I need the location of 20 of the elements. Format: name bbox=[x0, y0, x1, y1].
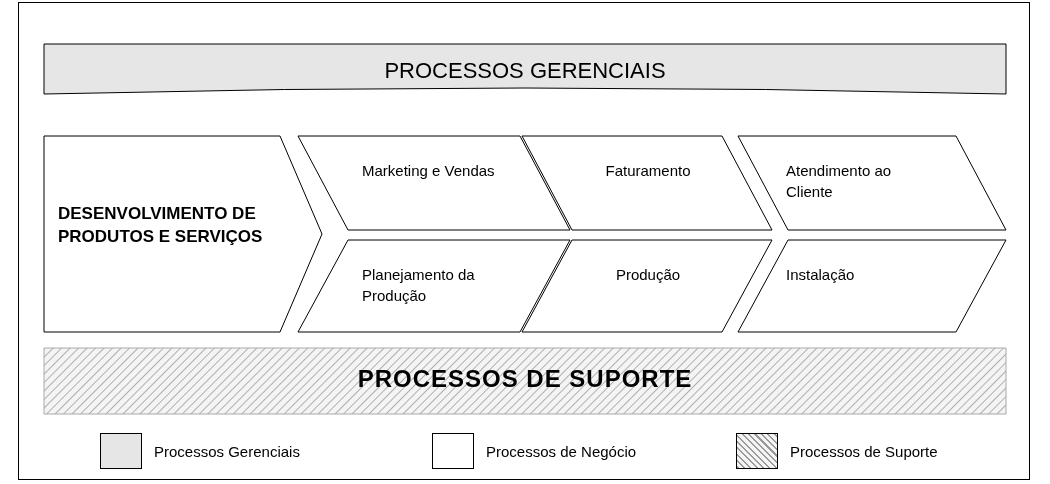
process-label: Produção bbox=[614, 265, 682, 285]
chevron-shape bbox=[44, 136, 322, 332]
process-parallelogram bbox=[298, 240, 570, 332]
process-label: Instalação bbox=[786, 265, 856, 285]
legend-label: Processos de Negócio bbox=[486, 442, 637, 460]
process-label: Atendimento ao Cliente bbox=[786, 161, 893, 202]
support-banner bbox=[44, 348, 1006, 414]
process-parallelogram bbox=[522, 136, 772, 230]
process-parallelogram bbox=[522, 240, 772, 332]
process-label: Faturamento bbox=[604, 161, 692, 181]
process-parallelogram bbox=[738, 136, 1006, 230]
process-label: DESENVOLVIMENTO DE PRODUTOS E SERVIÇOS bbox=[58, 203, 264, 248]
process-parallelogram bbox=[298, 136, 570, 230]
legend-label: Processos Gerenciais bbox=[154, 442, 300, 460]
legend-label: Processos de Suporte bbox=[790, 442, 938, 460]
process-parallelogram bbox=[738, 240, 1006, 332]
process-label: Marketing e Vendas bbox=[362, 161, 496, 181]
banner-title: PROCESSOS GERENCIAIS bbox=[383, 60, 667, 81]
process-label: Planejamento da Produção bbox=[362, 265, 476, 306]
banner-title: PROCESSOS DE SUPORTE bbox=[356, 368, 694, 389]
